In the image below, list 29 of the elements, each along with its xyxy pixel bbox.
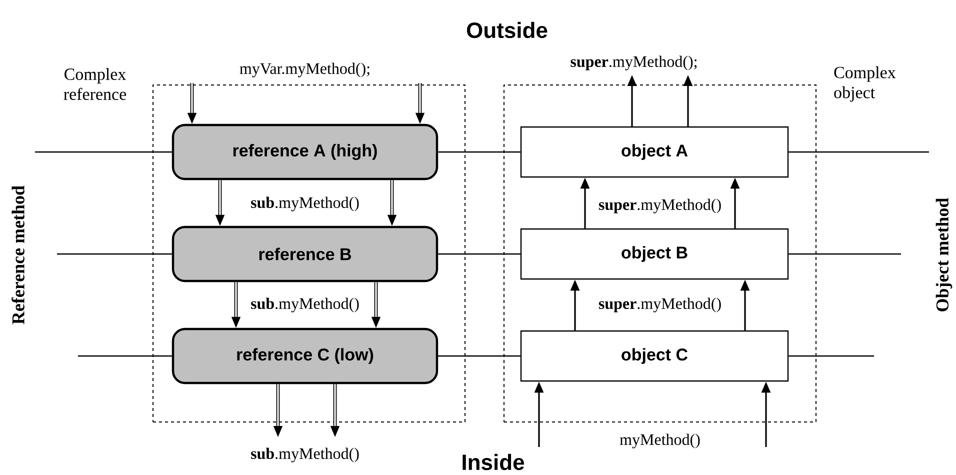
- object-box: object C: [520, 330, 789, 382]
- line: [438, 253, 520, 255]
- axis-label: Reference method: [12, 186, 24, 324]
- line: [57, 253, 172, 255]
- edge-label: sub.myMethod(): [250, 296, 360, 314]
- edge-label: super.myMethod();: [569, 54, 699, 72]
- line: [788, 253, 901, 255]
- object-box: object B: [520, 228, 789, 280]
- object-box: object A: [520, 126, 789, 178]
- line: [438, 151, 520, 153]
- reference-box: reference A (high): [172, 124, 438, 180]
- group-heading: Complex reference: [64, 68, 126, 100]
- group-heading: Complex object: [834, 66, 896, 102]
- axis-label: Object method: [936, 198, 952, 312]
- edge-label: sub.myMethod(): [250, 196, 360, 212]
- side-label: Outside: [466, 22, 548, 38]
- edge-label: super.myMethod(): [597, 296, 723, 314]
- line: [35, 151, 172, 153]
- line: [438, 355, 520, 357]
- edge-label: myMethod(): [618, 432, 702, 450]
- edge-label: myVar.myMethod();: [238, 62, 372, 78]
- reference-box: reference B: [172, 226, 438, 282]
- edge-label: sub.myMethod(): [250, 446, 360, 464]
- line: [78, 355, 172, 357]
- line: [788, 355, 874, 357]
- reference-box: reference C (low): [172, 328, 438, 384]
- line: [788, 151, 929, 153]
- edge-label: super.myMethod(): [597, 198, 723, 214]
- side-label: Inside: [462, 454, 524, 470]
